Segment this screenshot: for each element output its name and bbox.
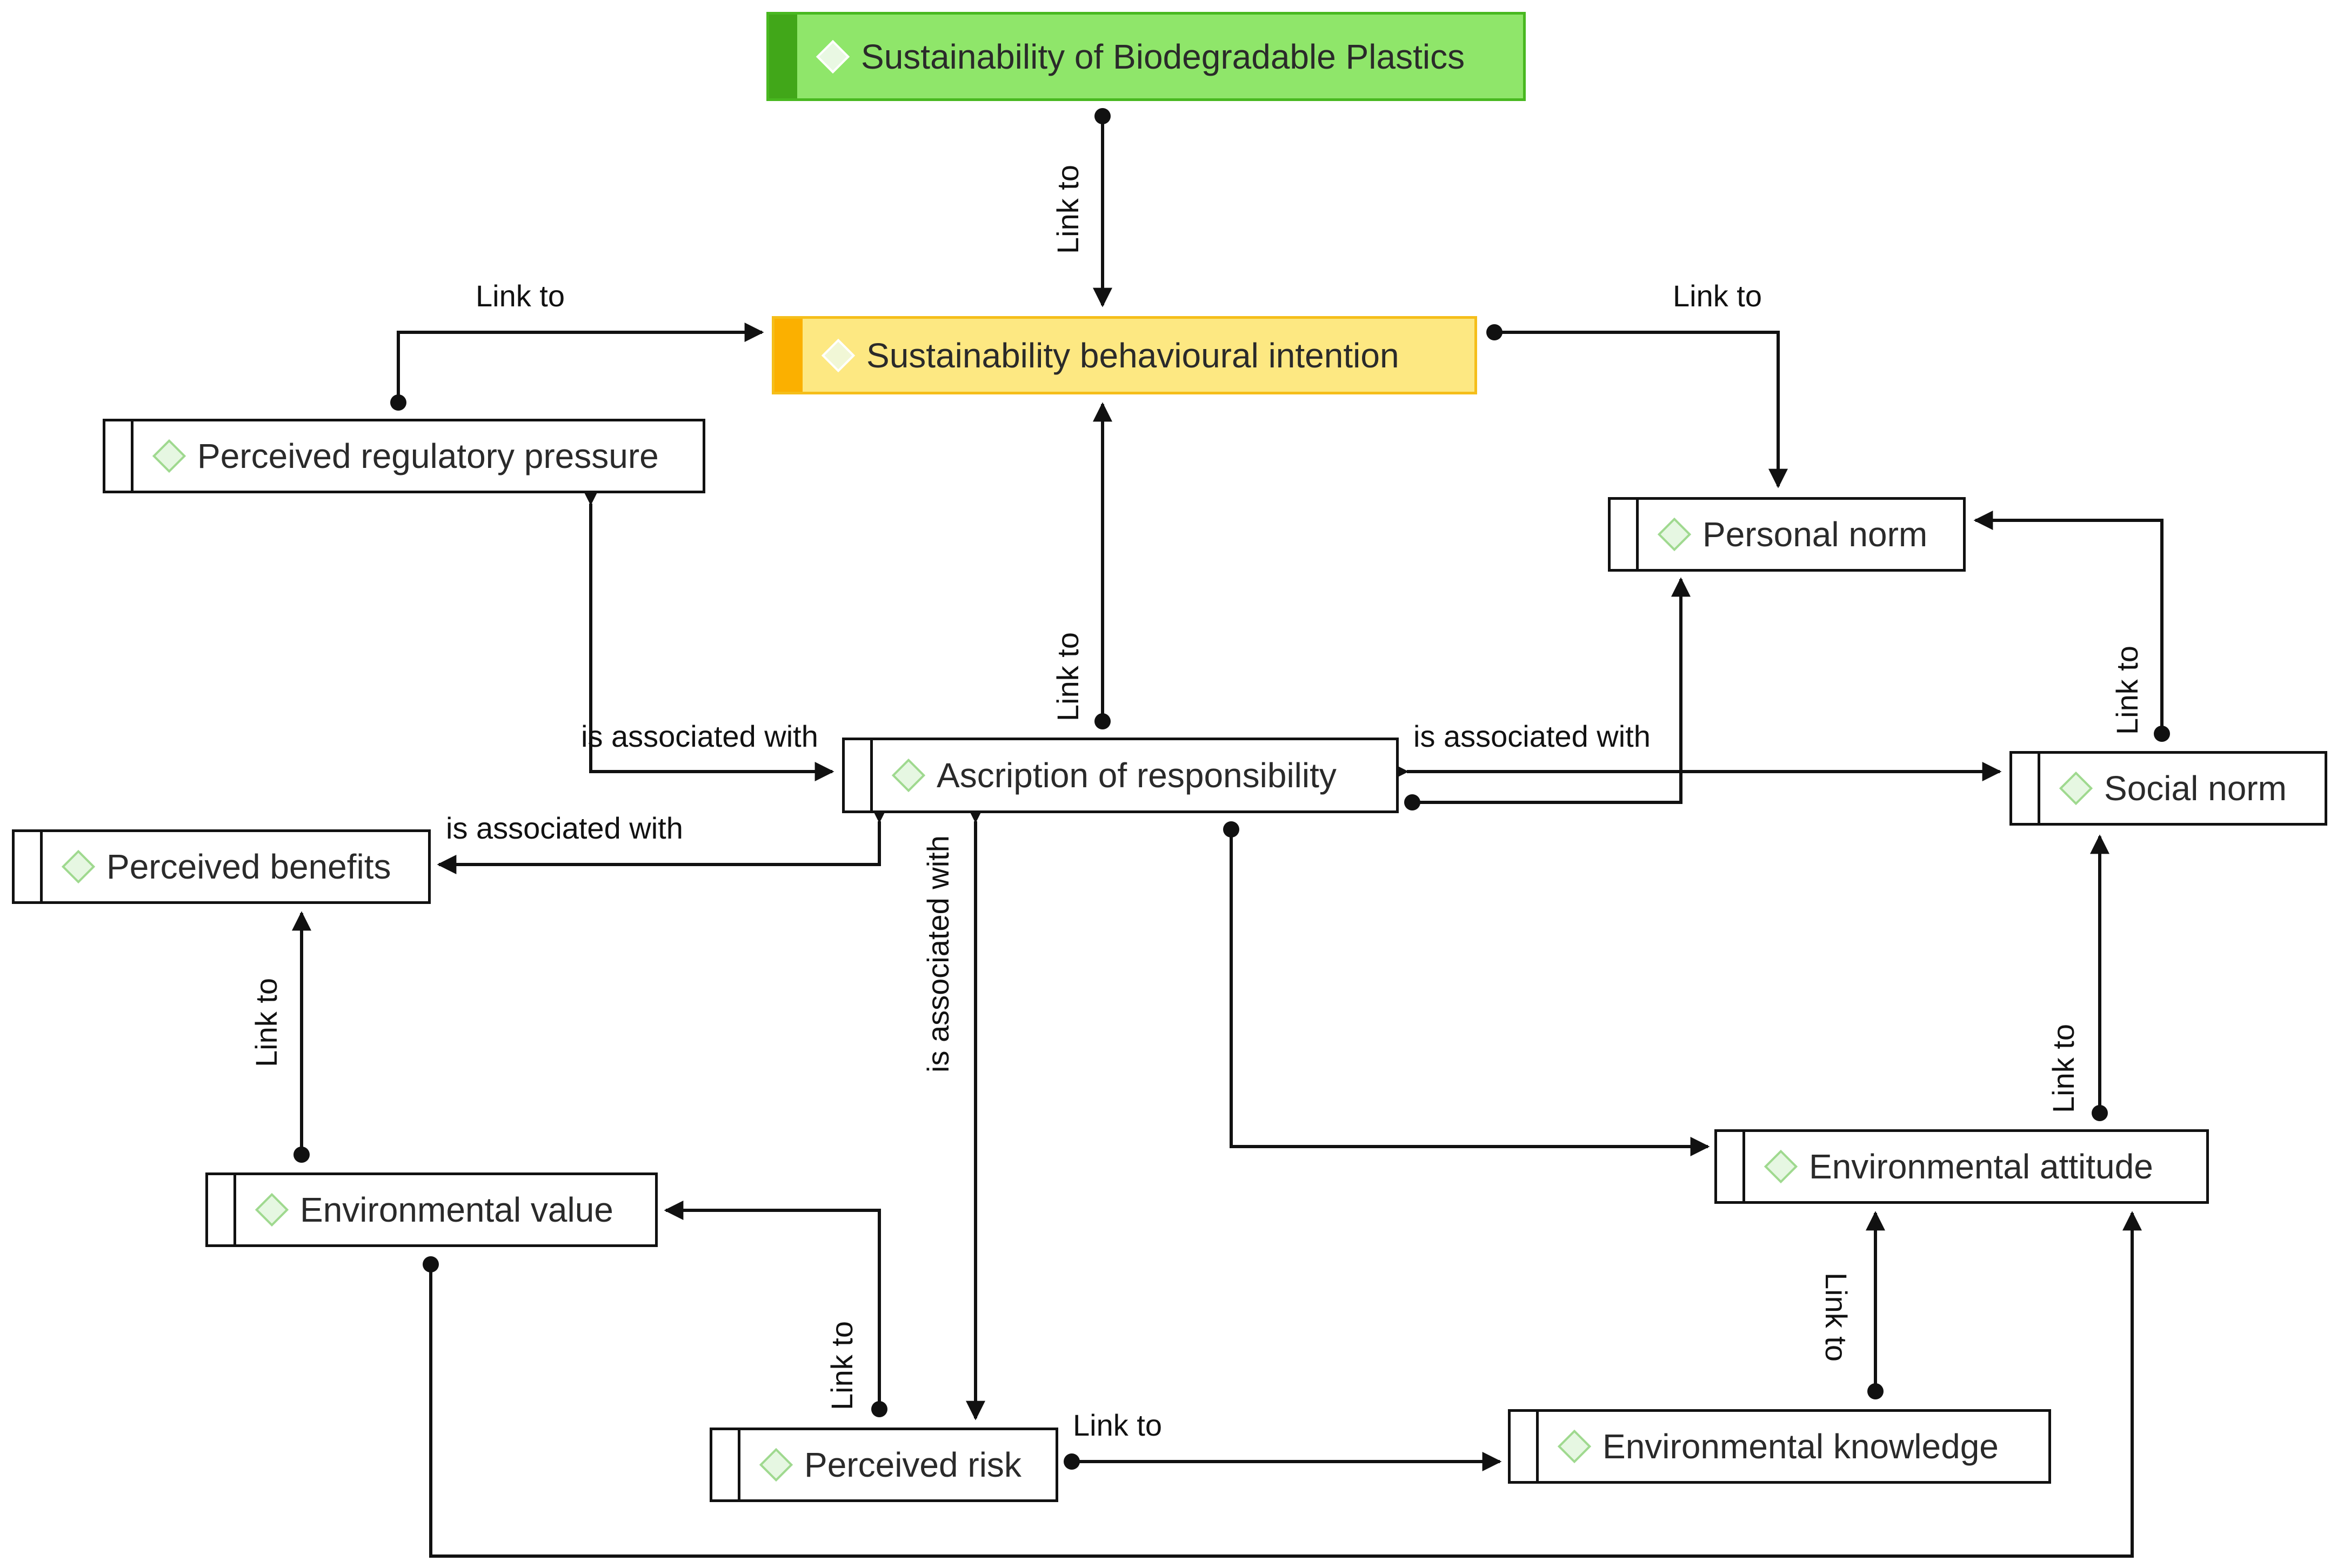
edge-dot: [1094, 713, 1111, 729]
edge-value-attitude: [429, 1211, 2142, 1558]
node-environmental-knowledge[interactable]: Environmental knowledge: [1508, 1409, 2051, 1484]
edge-label-value-benefits: Link to: [249, 978, 283, 1067]
edge-label-regulatory-intention: Link to: [476, 279, 565, 313]
node-perceived-regulatory-pressure[interactable]: Perceived regulatory pressure: [103, 419, 705, 493]
node-ascription-of-responsibility[interactable]: Ascription of responsibility: [842, 738, 1399, 813]
node-social-norm[interactable]: Social norm: [2009, 751, 2327, 826]
edge-dot: [1064, 1453, 1080, 1470]
diamond-icon: [1557, 1429, 1592, 1464]
node-label: Sustainability behavioural intention: [866, 336, 1399, 375]
node-strip: [15, 832, 43, 901]
edge-label-ascription-intention: Link to: [1051, 632, 1085, 721]
node-strip: [712, 1430, 740, 1499]
node-strip: [208, 1175, 236, 1244]
node-strip: [1717, 1132, 1745, 1201]
edge-ascription-personal: [1412, 577, 1691, 804]
edge-dot: [1867, 1383, 1884, 1399]
node-strip: [105, 421, 133, 491]
edge-intention-personal: [1494, 331, 1788, 488]
node-personal-norm[interactable]: Personal norm: [1608, 497, 1966, 572]
edge-label-risk-value: Link to: [825, 1321, 859, 1410]
node-strip: [1511, 1412, 1539, 1481]
node-label: Perceived regulatory pressure: [197, 437, 659, 475]
diamond-icon: [152, 439, 186, 473]
node-strip: [2012, 754, 2040, 823]
edge-dot: [1223, 821, 1239, 837]
edge-dot: [1486, 324, 1503, 340]
node-strip: [1611, 500, 1639, 569]
node-strip: [845, 740, 873, 810]
edge-label-knowledge-attitude: Link to: [1819, 1272, 1853, 1362]
edge-dot: [2092, 1105, 2108, 1121]
diamond-icon: [2059, 771, 2093, 806]
edge-dot: [390, 394, 406, 411]
edge-label-ascription-regulatory: is associated with: [581, 719, 818, 753]
node-label: Environmental knowledge: [1602, 1427, 1999, 1466]
node-environmental-value[interactable]: Environmental value: [205, 1172, 658, 1247]
edge-dot: [1404, 794, 1420, 810]
node-environmental-attitude[interactable]: Environmental attitude: [1714, 1129, 2209, 1204]
edge-label-attitude-social: Link to: [2046, 1024, 2080, 1113]
node-sustainability-of-biodegradable-plastics[interactable]: Sustainability of Biodegradable Plastics: [766, 12, 1526, 101]
diamond-icon: [61, 849, 96, 884]
node-label: Ascription of responsibility: [937, 756, 1337, 795]
edge-dot: [1094, 108, 1111, 124]
node-perceived-benefits[interactable]: Perceived benefits: [12, 829, 431, 904]
node-label: Perceived benefits: [106, 847, 391, 886]
node-label: Environmental attitude: [1809, 1147, 2153, 1186]
node-sustainability-behavioural-intention[interactable]: Sustainability behavioural intention: [772, 316, 1477, 394]
edge-dot: [871, 1401, 887, 1417]
node-label: Environmental value: [300, 1190, 613, 1229]
diamond-icon: [821, 338, 856, 372]
edge-label-root-intention: Link to: [1051, 165, 1085, 254]
edge-dot: [293, 1147, 310, 1163]
node-label: Personal norm: [1702, 515, 1928, 554]
node-perceived-risk[interactable]: Perceived risk: [710, 1428, 1058, 1502]
edge-dot: [423, 1256, 439, 1272]
diamond-icon: [759, 1448, 793, 1482]
node-label: Sustainability of Biodegradable Plastics: [861, 37, 1465, 76]
diamond-icon: [1657, 517, 1692, 552]
node-label: Social norm: [2104, 769, 2287, 808]
diamond-icon: [255, 1192, 289, 1227]
node-strip: [769, 15, 797, 98]
node-label: Perceived risk: [804, 1445, 1021, 1484]
diamond-icon: [1764, 1149, 1798, 1184]
edge-ascription-attitude: [1230, 829, 1710, 1156]
edge-label-risk-knowledge: Link to: [1073, 1408, 1162, 1442]
edge-label-ascription-risk: is associated with: [921, 835, 955, 1073]
node-strip: [774, 319, 803, 392]
diamond-icon: [891, 758, 926, 793]
edge-label-intention-personal: Link to: [1673, 279, 1762, 313]
diamond-icon: [816, 39, 850, 73]
edge-label-ascription-personal-social: is associated with: [1413, 719, 1651, 753]
edge-dot: [2154, 726, 2170, 742]
edge-regulatory-intention: [397, 323, 764, 403]
edge-label-social-personal: Link to: [2110, 646, 2144, 735]
edge-label-ascription-benefits: is associated with: [446, 811, 683, 845]
